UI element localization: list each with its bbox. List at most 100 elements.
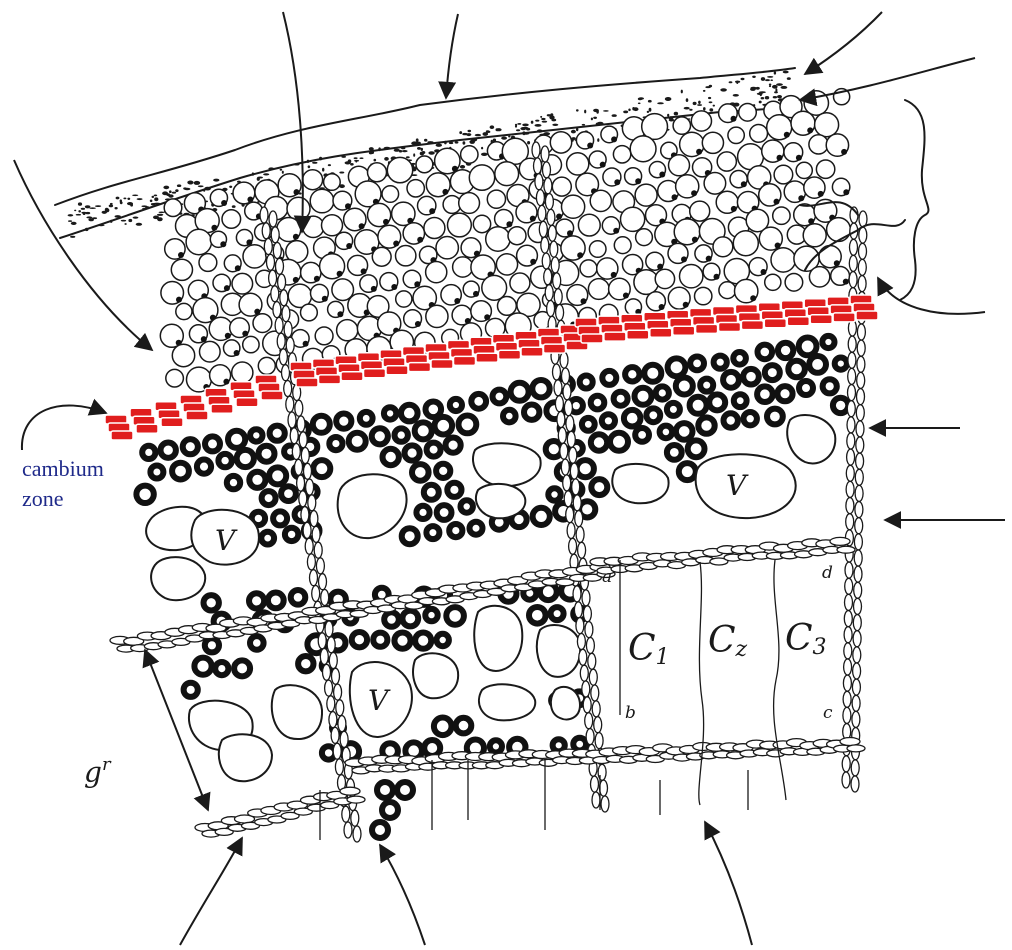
companion-cell — [843, 189, 849, 195]
ray-cell — [588, 653, 596, 669]
ray-cell — [553, 273, 561, 289]
cambium-cell — [627, 330, 649, 339]
bark-speck — [757, 93, 763, 95]
bark-speck — [773, 96, 777, 98]
ray-cell — [854, 582, 862, 598]
xylem-fibre-cell — [405, 445, 420, 460]
companion-cell — [415, 321, 421, 327]
phloem-cell — [614, 237, 631, 254]
ray-cell — [580, 665, 588, 681]
bark-speck — [345, 161, 351, 164]
ray-cell — [282, 365, 290, 381]
phloem-cell — [337, 320, 358, 341]
xylem-fibre-cell — [402, 528, 418, 544]
bark-speck — [427, 141, 433, 143]
bark-speck — [508, 136, 510, 138]
phloem-cell — [416, 156, 433, 173]
xylem-fibre-cell — [532, 380, 549, 397]
ray-cell — [333, 743, 341, 759]
cambium-cell — [476, 353, 498, 362]
bark-speck — [657, 102, 664, 104]
bark-speck — [154, 197, 158, 201]
xylem-fibre-cell — [610, 433, 628, 451]
bark-speck — [81, 208, 85, 210]
ray-cell — [297, 475, 305, 491]
ray-cell — [532, 142, 540, 158]
corner-label-b: b — [625, 703, 636, 723]
ray-cell — [598, 764, 606, 780]
ray-cell — [286, 396, 294, 412]
xylem-fibre-cell — [336, 414, 351, 429]
companion-cell — [623, 293, 629, 299]
ray-cell — [320, 649, 328, 665]
xylem-fibre-cell — [757, 386, 773, 402]
ray-cell — [855, 502, 863, 518]
phloem-cell — [655, 269, 674, 288]
phloem-cell — [809, 135, 828, 154]
xylem-fibre-cell — [427, 443, 441, 457]
xylem-fibre-cell — [471, 394, 486, 409]
xylem-fibre-cell — [161, 443, 176, 458]
companion-cell — [506, 221, 512, 227]
ray-cell — [295, 400, 303, 416]
bark-speck — [767, 76, 773, 78]
bark-speck — [151, 203, 156, 205]
ray-cell — [353, 826, 361, 842]
companion-cell — [556, 214, 562, 220]
ray-cell — [329, 712, 337, 728]
companion-cell — [235, 265, 241, 271]
phloem-cell — [176, 303, 192, 319]
bark-speck — [540, 116, 542, 118]
xylem-fibre-cell — [591, 479, 607, 495]
cambium-cell — [386, 366, 408, 375]
bark-speck — [665, 97, 672, 101]
cambium-cell — [161, 418, 183, 427]
phloem-cell — [310, 189, 334, 213]
companion-cell — [657, 264, 663, 270]
bark-speck — [733, 94, 739, 97]
xylem-fibre-cell — [434, 718, 452, 736]
bark-speck — [109, 205, 113, 208]
bark-speck — [584, 110, 586, 114]
bark-speck — [422, 151, 426, 154]
bark-speck — [121, 220, 126, 222]
ray-cell — [541, 237, 549, 253]
bark-speck — [537, 129, 543, 132]
ray-cell — [566, 507, 574, 523]
xylem-fibre-cell — [635, 388, 652, 405]
bark-speck — [517, 123, 521, 125]
ray-cell — [542, 253, 550, 269]
companion-cell — [692, 237, 698, 243]
cambium-cell — [341, 372, 363, 381]
phloem-cell — [166, 369, 184, 387]
companion-cell — [691, 190, 697, 196]
bark-speck — [591, 118, 593, 121]
bark-speck — [542, 121, 547, 123]
bark-speck — [593, 117, 597, 119]
phloem-cell — [510, 273, 530, 293]
ray-cell — [555, 396, 563, 412]
xylem-fibre-cell — [273, 511, 287, 525]
ray-cell — [585, 622, 593, 638]
bark-speck — [444, 141, 447, 145]
phloem-cell — [164, 199, 182, 217]
ray-cell — [286, 337, 294, 353]
ray-cell — [557, 412, 565, 428]
ray-cell — [301, 507, 309, 523]
companion-cell — [731, 116, 737, 122]
arrow-bottom-left — [180, 838, 242, 945]
xylem-fibre-cell — [205, 638, 219, 652]
ray-cell — [342, 806, 350, 822]
bark-speck — [232, 205, 236, 208]
bark-speck — [535, 124, 542, 127]
xylem-fibre-cell — [249, 472, 265, 488]
phloem-cell — [695, 287, 712, 304]
bark-speck — [523, 133, 529, 135]
xylem-fibre-cell — [249, 593, 264, 608]
bark-speck — [765, 79, 770, 81]
ray-cell — [856, 405, 864, 421]
companion-cell — [442, 189, 448, 195]
arrow-right-ray — [878, 278, 985, 314]
bark-speck — [110, 220, 113, 223]
ray-cell — [846, 481, 854, 497]
